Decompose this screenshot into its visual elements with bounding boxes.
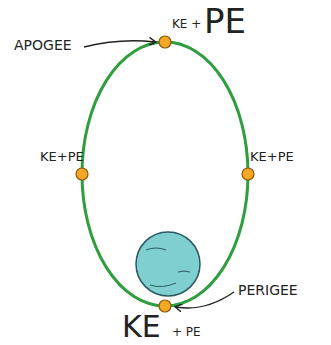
energy-label: KE+PE [40, 150, 84, 163]
energy-label: KE+PE [250, 150, 294, 163]
energy-label-large: KE [122, 312, 161, 342]
orbit-path [82, 42, 248, 306]
perigee-pointer [176, 292, 234, 308]
planet-shading [146, 248, 190, 287]
orbit-dot [242, 168, 254, 180]
orbit-dot [159, 300, 171, 312]
orbit-dot [159, 36, 171, 48]
perigee-label: PERIGEE [238, 283, 298, 297]
apogee-label: APOGEE [14, 38, 72, 52]
energy-label: + PE [172, 326, 201, 338]
energy-label: KE + [172, 18, 201, 30]
orbit-dot [76, 168, 88, 180]
energy-label-large: PE [204, 4, 246, 38]
planet [136, 232, 200, 296]
apogee-pointer [84, 41, 155, 47]
